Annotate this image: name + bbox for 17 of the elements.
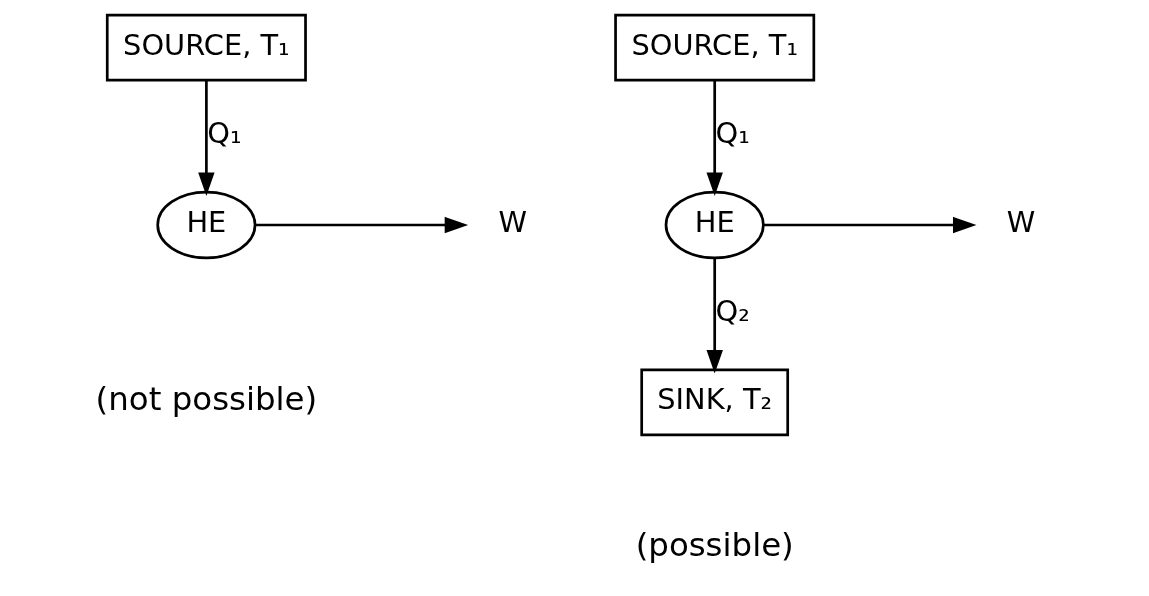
node-box: SOURCE, T₁ xyxy=(105,13,307,82)
node-text: W xyxy=(498,204,527,239)
node-ellipse: HE xyxy=(664,190,765,260)
arrow xyxy=(706,80,723,196)
node-box: SINK, T₂ xyxy=(639,368,789,437)
arrow xyxy=(254,216,468,234)
node-ellipse: HE xyxy=(155,190,256,260)
label: (not possible) xyxy=(95,380,317,419)
arrow xyxy=(706,258,723,374)
node-text: W xyxy=(1006,204,1035,239)
edge-label: Q₁ xyxy=(715,115,750,150)
node-box: SOURCE, T₁ xyxy=(613,13,815,82)
edge-label: Q₂ xyxy=(715,293,750,328)
edge-label: Q₁ xyxy=(206,115,242,150)
arrow xyxy=(763,216,976,234)
arrow xyxy=(197,80,215,196)
label: (possible) xyxy=(635,526,794,565)
